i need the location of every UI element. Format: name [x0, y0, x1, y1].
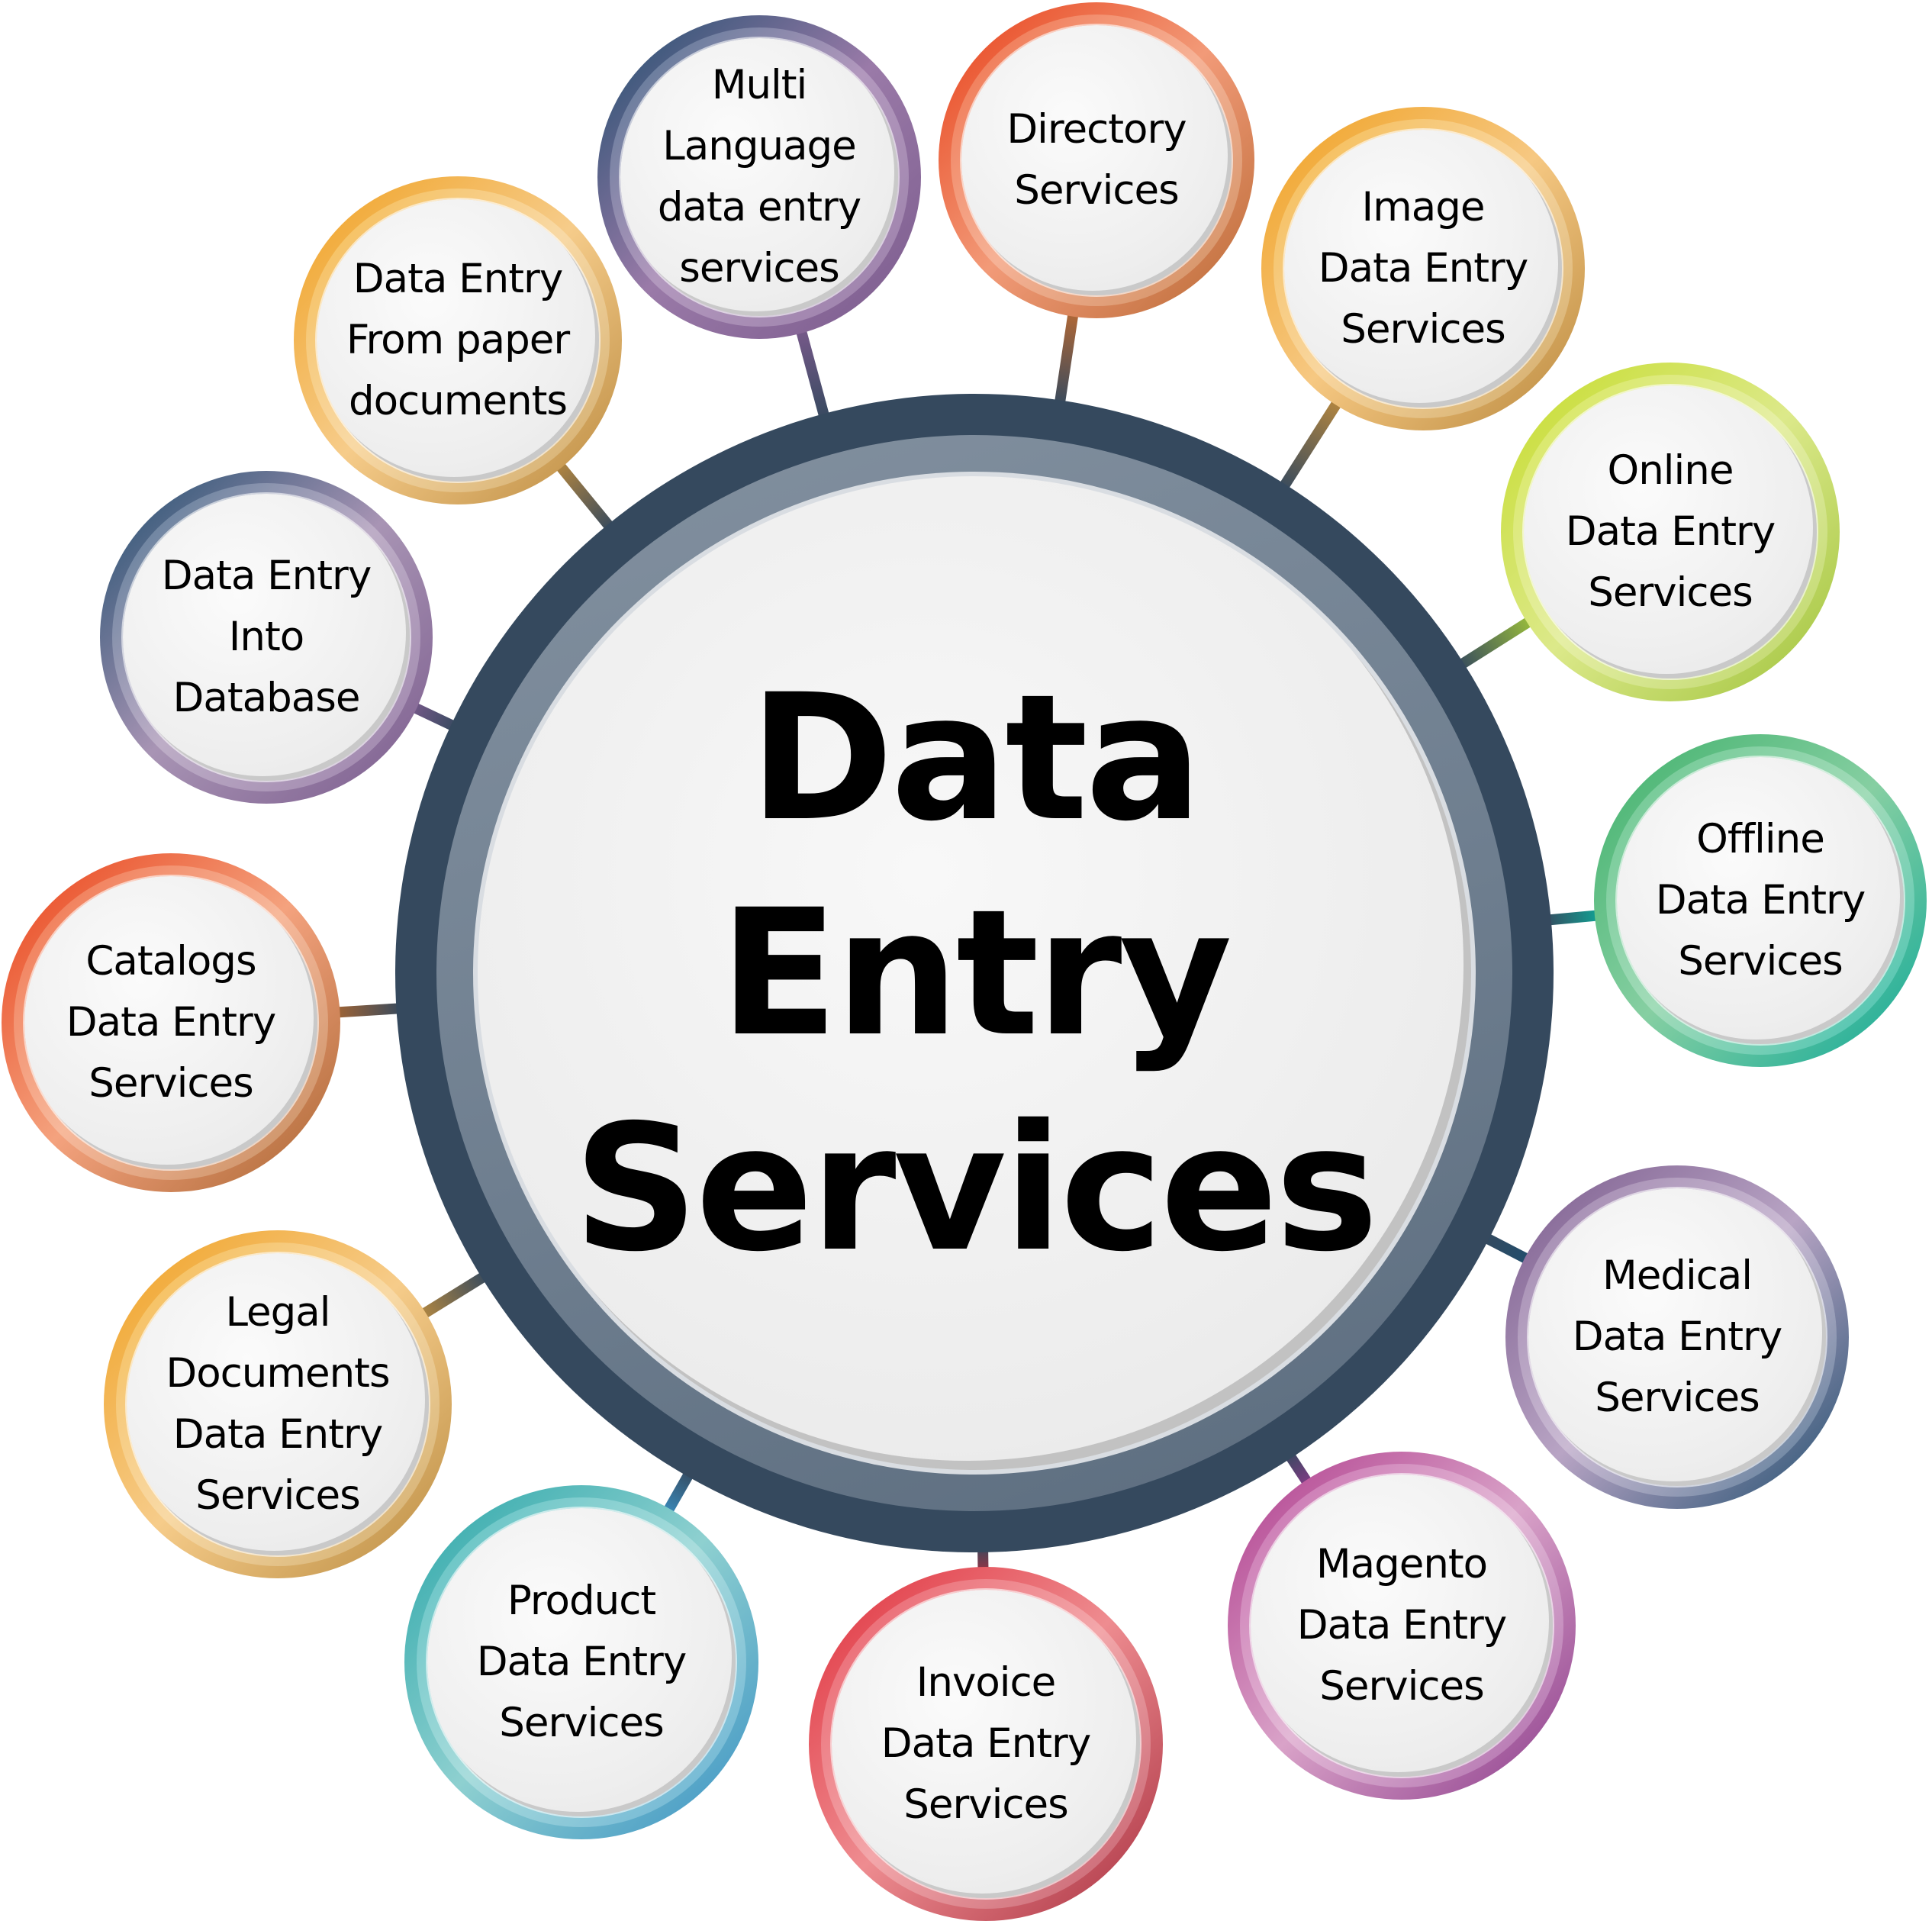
node-disc: Invoice Data Entry Services [832, 1590, 1140, 1898]
node-legal: Legal Documents Data Entry Services [104, 1230, 452, 1578]
hub-title-line-1: Data [749, 656, 1203, 859]
node-disc: Medical Data Entry Services [1528, 1188, 1826, 1486]
node-disc: Directory Services [961, 25, 1232, 295]
node-directory: Directory Services [939, 2, 1254, 318]
node-into-database: Data Entry Into Database [100, 471, 433, 804]
node-disc: Data Entry From paper documents [317, 199, 599, 482]
node-label: Offline Data Entry Services [1655, 816, 1866, 985]
node-disc: Catalogs Data Entry Services [24, 876, 317, 1169]
node-label: Medical Data Entry Services [1572, 1252, 1782, 1421]
node-label: Data Entry Into Database [161, 553, 372, 721]
node-label: Invoice Data Entry Services [881, 1659, 1091, 1828]
node-label: Multi Language data entry services [657, 62, 861, 292]
node-disc: Offline Data Entry Services [1617, 757, 1904, 1044]
node-multi-language: Multi Language data entry services [597, 15, 921, 339]
node-disc: Legal Documents Data Entry Services [127, 1253, 429, 1555]
node-disc: Online Data Entry Services [1524, 385, 1817, 678]
node-catalogs: Catalogs Data Entry Services [2, 853, 340, 1192]
hub-title-line-3: Services [573, 1087, 1379, 1290]
hub-title-line-2: Entry [719, 872, 1232, 1075]
node-product: Product Data Entry Services [404, 1485, 758, 1839]
node-disc: Magento Data Entry Services [1251, 1475, 1553, 1777]
connector-line [330, 1003, 404, 1019]
connector-line [794, 323, 831, 423]
connector-line [1054, 306, 1080, 409]
node-label: Online Data Entry Services [1565, 447, 1776, 616]
node-disc: Image Data Entry Services [1284, 130, 1562, 408]
node-invoice: Invoice Data Entry Services [809, 1567, 1163, 1921]
node-online: Online Data Entry Services [1501, 363, 1840, 701]
node-disc: Product Data Entry Services [427, 1508, 736, 1816]
node-label: Catalogs Data Entry Services [66, 938, 276, 1107]
node-image: Image Data Entry Services [1261, 107, 1585, 430]
node-medical: Medical Data Entry Services [1505, 1165, 1849, 1509]
node-label: Data Entry From paper documents [346, 256, 570, 424]
node-label: Directory Services [1006, 106, 1187, 214]
node-label: Image Data Entry Services [1318, 184, 1528, 353]
node-magento: Magento Data Entry Services [1228, 1452, 1576, 1800]
node-disc: Multi Language data entry services [620, 38, 898, 316]
node-label: Magento Data Entry Services [1296, 1541, 1507, 1710]
node-disc: Data Entry Into Database [123, 494, 410, 781]
hub-title: Data Entry Services [478, 476, 1471, 1470]
node-label: Legal Documents Data Entry Services [166, 1289, 390, 1519]
node-offline: Offline Data Entry Services [1594, 734, 1927, 1067]
hub-center-disc: Data Entry Services [478, 476, 1471, 1470]
node-from-paper: Data Entry From paper documents [294, 176, 622, 504]
node-label: Product Data Entry Services [476, 1578, 687, 1746]
